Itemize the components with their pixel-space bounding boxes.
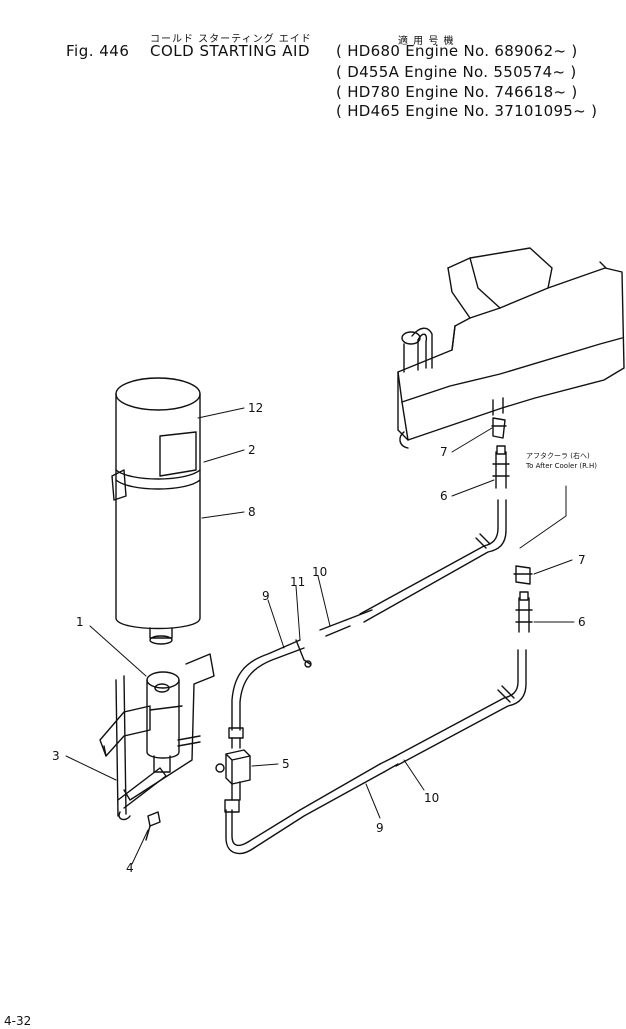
leader-6a (451, 479, 495, 497)
pipe-9-left (228, 639, 305, 749)
callout-12: 12 (248, 401, 263, 415)
elbow-fitting-7-upper (491, 417, 507, 439)
leader-7a (451, 427, 493, 453)
leader-12 (197, 407, 245, 419)
starting-fluid-canister (111, 377, 201, 645)
callout-11: 11 (290, 575, 305, 589)
intake-manifold-drawing (397, 247, 625, 449)
callout-7-lower: 7 (578, 553, 586, 567)
callout-1: 1 (76, 615, 84, 629)
connector-block-5 (215, 749, 251, 801)
figure-title: COLD STARTING AID (150, 42, 311, 60)
valve-body-1 (146, 671, 201, 773)
callout-4: 4 (126, 861, 134, 875)
callout-10-upper: 10 (312, 565, 327, 579)
leader-4 (131, 829, 149, 865)
nozzle-6-lower (515, 591, 533, 633)
engine-line-3: ( HD780 Engine No. 746618~ ) (336, 83, 578, 101)
jp-title: コールド スターティング エイド (150, 34, 312, 45)
leader-8 (201, 511, 245, 519)
leader-2 (203, 449, 245, 463)
callout-6-upper: 6 (440, 489, 448, 503)
upper-feed-pipe (319, 499, 507, 637)
leader-9a (267, 599, 285, 649)
nozzle-6-upper (492, 445, 510, 489)
page-number: 4-32 (4, 1014, 32, 1028)
leader-9b (365, 783, 381, 819)
callout-7-upper: 7 (440, 445, 448, 459)
leader-10a (317, 575, 331, 627)
bolt-4 (145, 811, 161, 841)
engine-line-2: ( D455A Engine No. 550574~ ) (336, 63, 577, 81)
callout-5: 5 (282, 757, 290, 771)
jp-applicable-label: 適 用 号 機 (398, 36, 455, 47)
engine-line-1: ( HD680 Engine No. 689062~ ) (336, 42, 578, 60)
elbow-fitting-7-lower (513, 565, 533, 585)
clip-11 (295, 639, 312, 668)
callout-9-lower: 9 (376, 821, 384, 835)
leader-cooler (519, 485, 567, 549)
figure-number: Fig. 446 (66, 42, 130, 60)
callout-8: 8 (248, 505, 256, 519)
callout-10-lower: 10 (424, 791, 439, 805)
leader-11 (295, 585, 301, 641)
cooler-note-jp: アフタクーラ (右へ) (526, 451, 590, 460)
cooler-note-en: To After Cooler (R.H) (525, 462, 597, 470)
leader-1 (89, 625, 147, 677)
callout-3: 3 (52, 749, 60, 763)
engine-line-4: ( HD465 Engine No. 37101095~ ) (336, 102, 598, 120)
callout-6-lower: 6 (578, 615, 586, 629)
leader-3 (65, 755, 117, 781)
callout-9-upper: 9 (262, 589, 270, 603)
callout-2: 2 (248, 443, 256, 457)
leader-5 (251, 763, 279, 767)
leader-10b (403, 759, 425, 791)
leader-7b (533, 559, 573, 575)
